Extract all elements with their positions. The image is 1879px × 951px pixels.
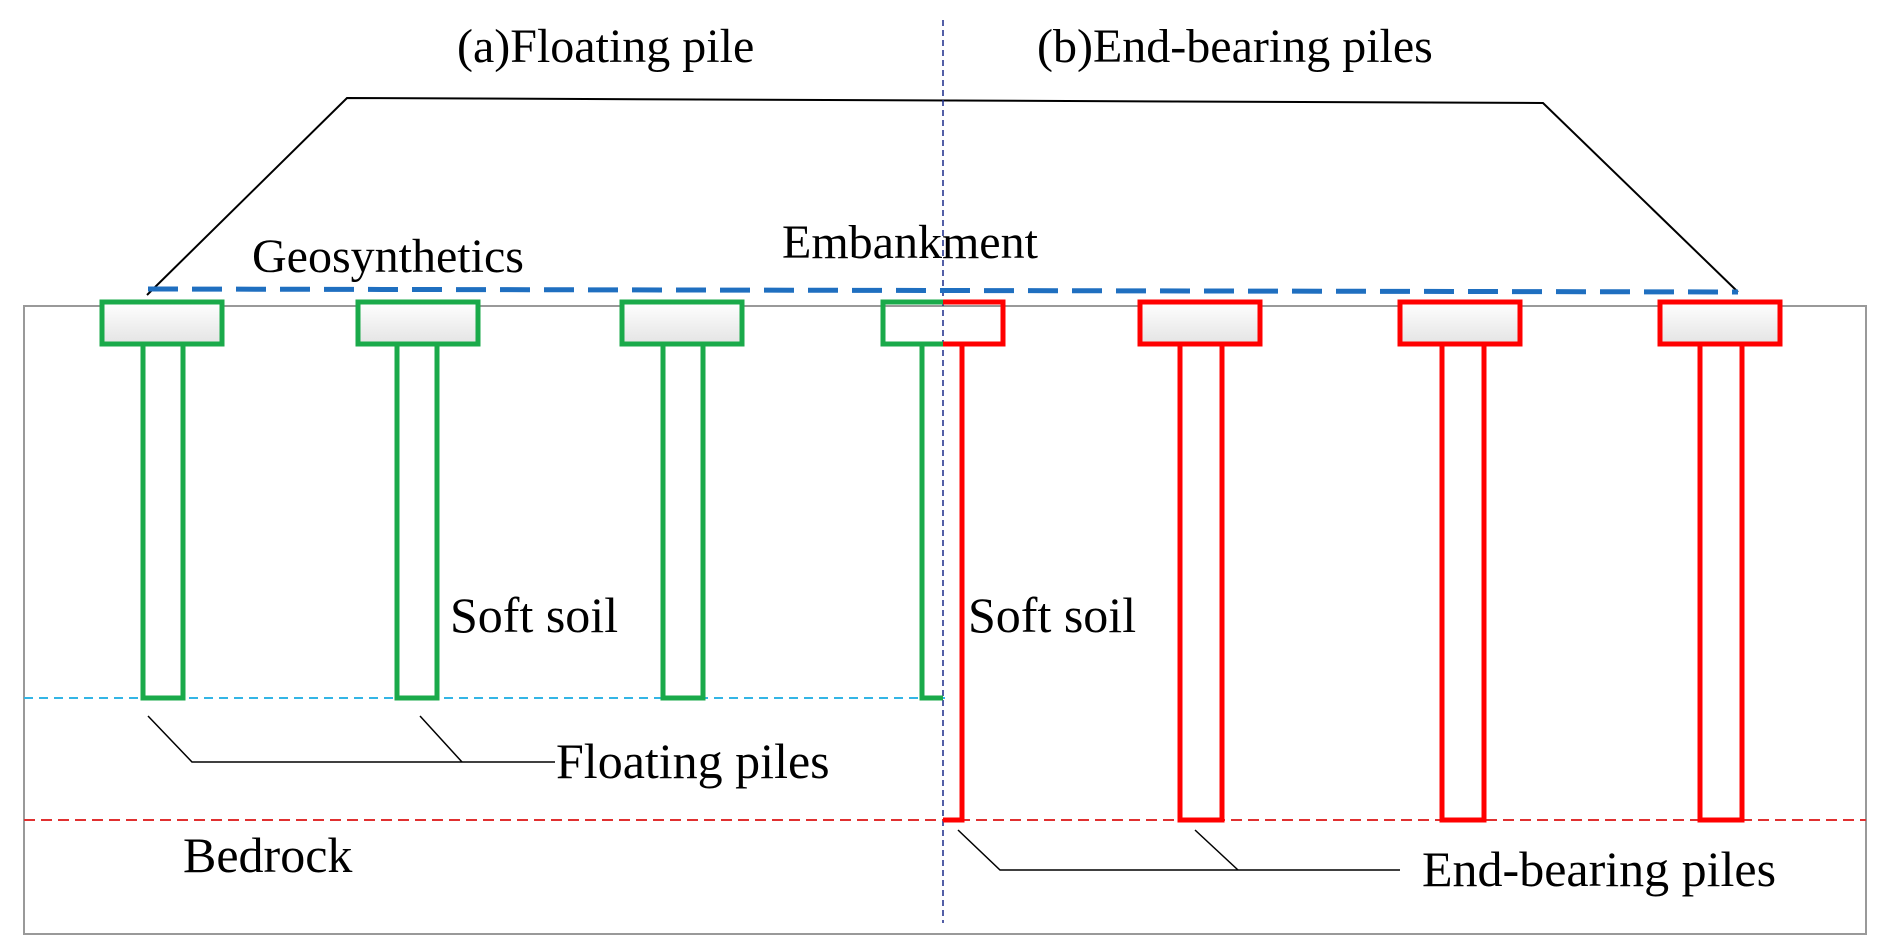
floating-pile-3-cap — [619, 299, 745, 347]
geosynthetics-label: Geosynthetics — [252, 230, 524, 283]
embankment-outline — [146, 96, 1739, 296]
end-bearing-pile-3-shaft — [1439, 341, 1487, 823]
end-bearing-pile-4-shaft — [1697, 341, 1745, 823]
end-bearing-piles-group — [943, 299, 1783, 823]
end-bearing-pile-1-half-shaft — [943, 346, 965, 823]
floating-piles-group — [99, 299, 943, 701]
floating-pile-2-cap — [355, 299, 481, 347]
floating-pile-1-cap — [99, 299, 225, 347]
end-bearing-piles-leader-1 — [957, 829, 1400, 871]
end-bearing-pile-4-cap — [1657, 299, 1783, 347]
end-bearing-pile-2-cap — [1137, 299, 1263, 347]
soft-soil-right-label: Soft soil — [968, 587, 1136, 643]
soft-soil-left-label: Soft soil — [450, 587, 618, 643]
geosynthetics-layer — [147, 286, 1739, 295]
floating-pile-3-shaft — [660, 341, 706, 701]
title-floating-pile: (a)Floating pile — [457, 20, 754, 73]
end-bearing-pile-2-shaft — [1177, 341, 1225, 823]
floating-piles-leader-2 — [419, 715, 463, 763]
bedrock-label: Bedrock — [183, 827, 352, 883]
end-bearing-pile-3-cap — [1397, 299, 1523, 347]
floating-pile-2-shaft — [394, 341, 440, 701]
floating-pile-4-half-cap — [880, 299, 943, 347]
floating-pile-1-shaft — [140, 341, 186, 701]
end-bearing-piles-leader-2 — [1194, 829, 1239, 871]
title-end-bearing-piles: (b)End-bearing piles — [1037, 20, 1433, 73]
floating-piles-label: Floating piles — [556, 733, 830, 789]
end-bearing-piles-label: End-bearing piles — [1422, 841, 1776, 897]
ground-box — [23, 305, 1867, 935]
floating-piles-leader-1 — [147, 715, 555, 763]
floating-pile-4-half-shaft — [919, 346, 943, 701]
embankment-label: Embankment — [782, 216, 1039, 269]
end-bearing-pile-1-half-cap — [943, 299, 1006, 347]
